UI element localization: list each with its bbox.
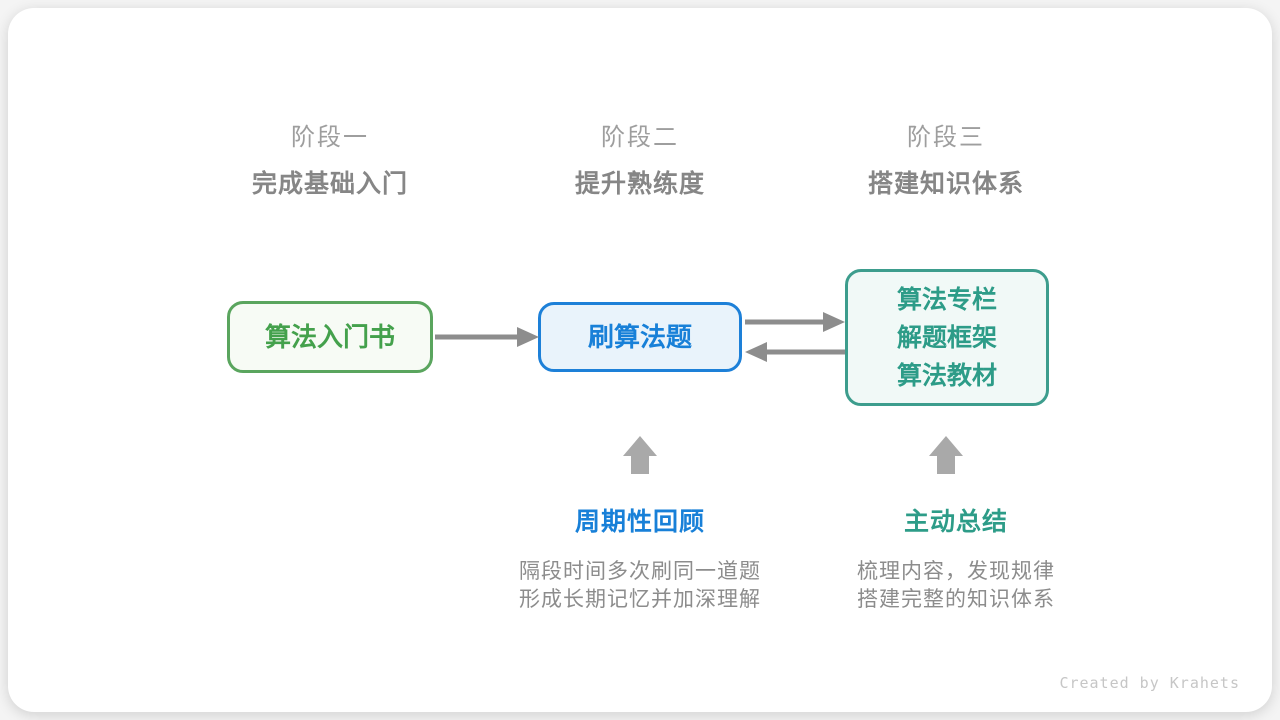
node-practice-problems: 刷算法题: [538, 302, 742, 372]
node-label: 算法教材: [896, 361, 997, 390]
callout-description-line: 隔段时间多次刷同一道题: [519, 560, 761, 583]
node-algorithm-intro-book: 算法入门书: [227, 301, 433, 373]
stage-2-subtitle: 提升熟练度: [574, 170, 705, 198]
stage-header-3: 阶段三 搭建知识体系: [786, 122, 1106, 200]
stage-1-label: 阶段一: [291, 124, 369, 151]
callout-description-line: 搭建完整的知识体系: [857, 588, 1055, 611]
callout-title: 周期性回顾: [574, 508, 705, 536]
node-label: 算法入门书: [264, 322, 395, 352]
stage-3-subtitle: 搭建知识体系: [867, 170, 1024, 198]
stage-header-2: 阶段二 提升熟练度: [480, 122, 800, 200]
node-label: 算法专栏: [896, 285, 997, 314]
node-label: 解题框架: [896, 323, 997, 352]
stage-1-subtitle: 完成基础入门: [251, 170, 408, 198]
callout-title: 主动总结: [903, 508, 1008, 536]
callout-description-line: 梳理内容，发现规律: [857, 560, 1055, 583]
node-knowledge-sources: 算法专栏 解题框架 算法教材: [845, 269, 1049, 406]
callout-active-summary: 主动总结 梳理内容，发现规律 搭建完整的知识体系: [786, 506, 1126, 614]
callout-periodic-review: 周期性回顾 隔段时间多次刷同一道题 形成长期记忆并加深理解: [470, 506, 810, 614]
stage-3-label: 阶段三: [907, 124, 985, 151]
stage-header-1: 阶段一 完成基础入门: [170, 122, 490, 200]
credit-text: Created by Krahets: [1059, 674, 1240, 692]
stage-2-label: 阶段二: [601, 124, 679, 151]
callout-description: 隔段时间多次刷同一道题 形成长期记忆并加深理解: [470, 558, 810, 614]
node-label: 刷算法题: [587, 322, 692, 352]
callout-description-line: 形成长期记忆并加深理解: [519, 588, 761, 611]
callout-description: 梳理内容，发现规律 搭建完整的知识体系: [786, 558, 1126, 614]
